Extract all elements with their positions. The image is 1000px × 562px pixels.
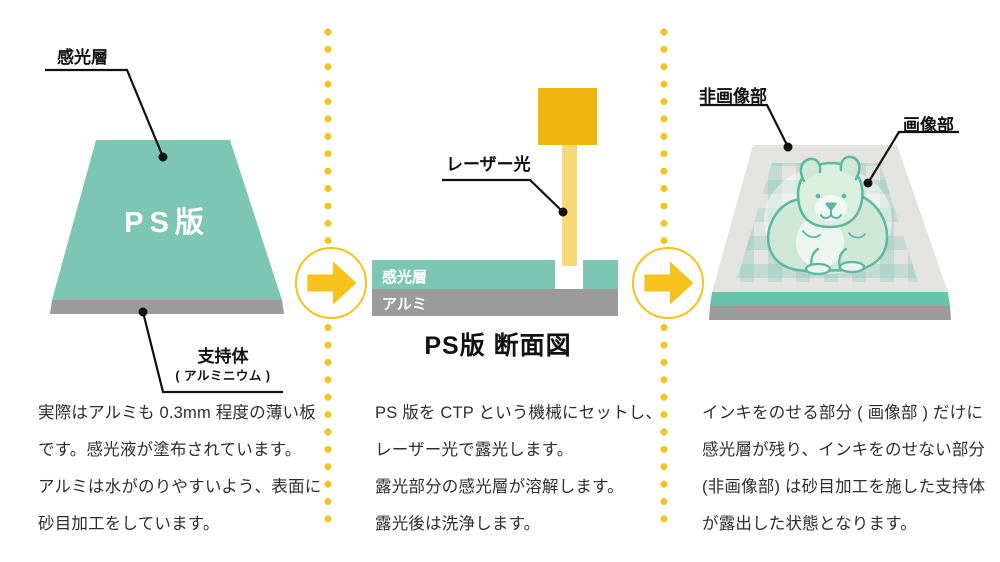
label-support-sub: ( アルミニウム ) bbox=[175, 369, 271, 383]
arrow-right-icon bbox=[632, 247, 704, 319]
dog-image bbox=[766, 155, 889, 276]
layer-label-aluminum: アルミ bbox=[382, 296, 427, 313]
label-support: 支持体 ( アルミニウム ) bbox=[158, 346, 288, 385]
label-photosensitive-layer: 感光層 bbox=[57, 48, 108, 67]
label-support-main: 支持体 bbox=[197, 347, 249, 366]
label-image-area: 画像部 bbox=[903, 116, 954, 135]
laser-unit-shape bbox=[538, 88, 597, 145]
label-non-image-area: 非画像部 bbox=[699, 87, 767, 106]
cross-section-title: PS版 断面図 bbox=[424, 332, 572, 360]
ps-plate-shape bbox=[50, 140, 284, 314]
middle-description: PS 版を CTP という機械にセットし、 レーザー光で露光します。 露光部分の… bbox=[375, 404, 663, 533]
leader-laser bbox=[442, 178, 568, 217]
leader-support bbox=[138, 307, 283, 394]
arrow-right-icon bbox=[295, 247, 367, 319]
cross-section-shape bbox=[372, 145, 618, 316]
leader-image bbox=[863, 130, 959, 188]
leader-non-image bbox=[700, 103, 793, 152]
layer-label-photosensitive: 感光層 bbox=[382, 269, 428, 286]
label-laser-light: レーザー光 bbox=[446, 155, 531, 174]
right-description: インキをのせる部分 ( 画像部 ) だけに 感光層が残り、インキをのせない部分 … bbox=[702, 404, 986, 533]
ps-plate-label: PS版 bbox=[124, 207, 210, 239]
left-description: 実際はアルミも 0.3mm 程度の薄い板 です。感光液が塗布されています。 アル… bbox=[38, 404, 322, 533]
laser-beam-shape bbox=[562, 145, 577, 266]
leader-photosensitive bbox=[45, 68, 168, 162]
